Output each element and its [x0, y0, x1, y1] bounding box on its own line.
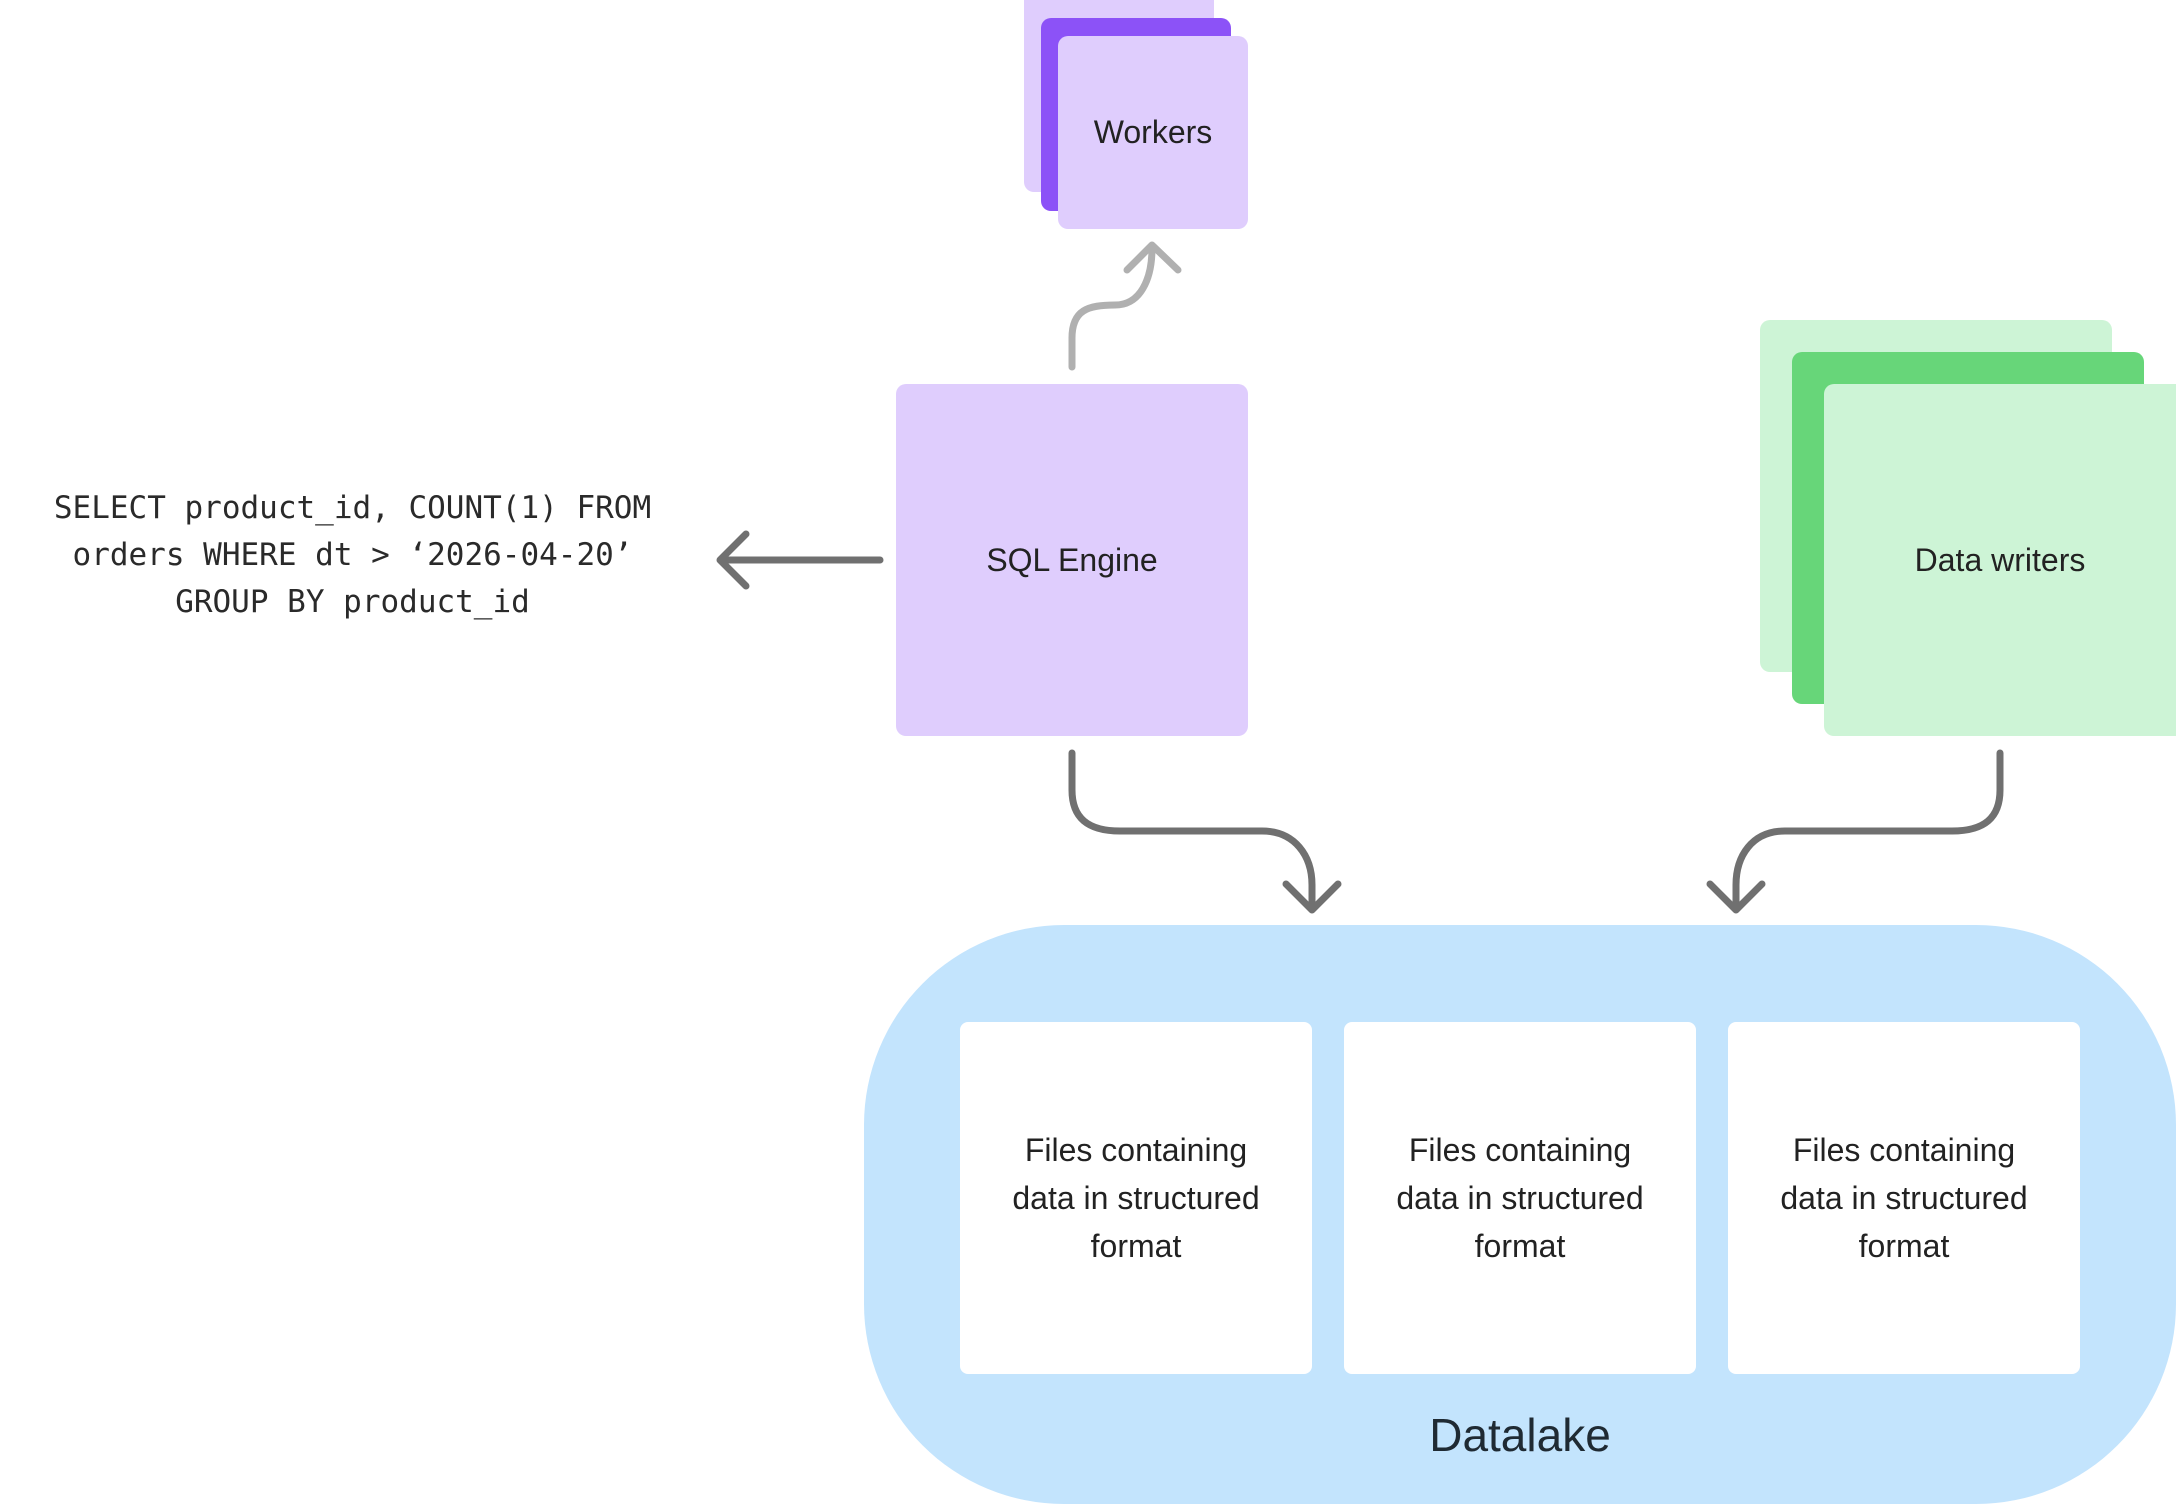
- arrow-engine-to-workers-head: [1123, 241, 1182, 274]
- query-line-3: GROUP BY product_id: [175, 584, 530, 620]
- arrow-writers-to-datalake-head: [1706, 880, 1766, 914]
- query-line-2: orders WHERE dt > ‘2026-04-20’: [72, 537, 633, 573]
- data-writers-card-front: [1824, 384, 2176, 736]
- file-box-1-label: Files containing data in structured form…: [1012, 1132, 1260, 1264]
- sql-engine-label: SQL Engine: [986, 541, 1158, 578]
- arrow-engine-to-datalake: [1068, 749, 1316, 912]
- datalake-label: Datalake: [1429, 1409, 1611, 1461]
- workers-card-front: [1058, 36, 1248, 229]
- file-box-2: [1344, 1022, 1696, 1374]
- query-line-1: SELECT product_id, COUNT(1) FROM: [53, 490, 652, 526]
- file-box-1: [960, 1022, 1312, 1374]
- sql-engine-box: [896, 384, 1248, 736]
- workers-label: Workers: [1093, 114, 1213, 150]
- arrow-writers-to-datalake: [1732, 749, 2004, 912]
- file-box-2-label: Files containing data in structured form…: [1396, 1132, 1644, 1264]
- arrow-engine-to-datalake-head: [1282, 880, 1342, 914]
- arrow-engine-to-query-head: [716, 530, 750, 590]
- sql-query-text: SELECT product_id, COUNT(1) FROM orders …: [0, 485, 705, 626]
- file-box-3-label: Files containing data in structured form…: [1780, 1132, 2028, 1264]
- data-writers-label: Data writers: [1914, 541, 2086, 578]
- file-box-3: [1728, 1022, 2080, 1374]
- arrow-engine-to-workers: [1068, 244, 1156, 371]
